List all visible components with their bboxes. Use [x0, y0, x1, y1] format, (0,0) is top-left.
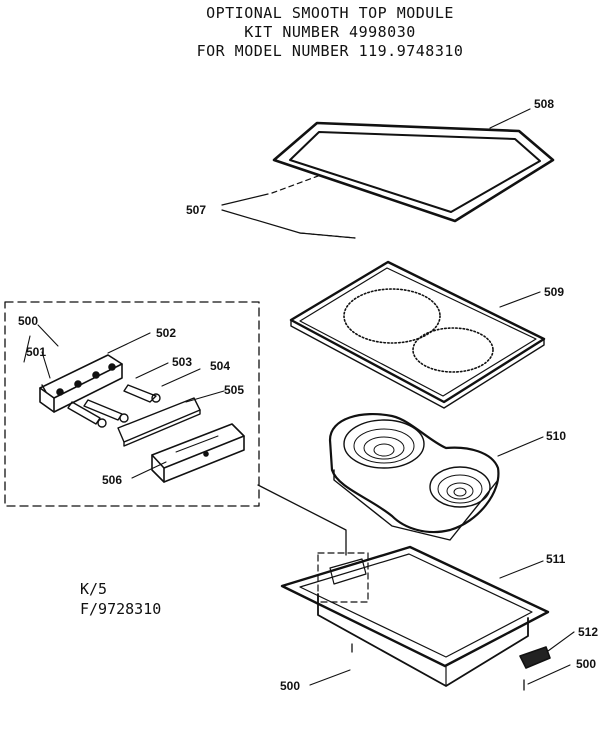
label-511: 511: [546, 552, 566, 566]
label-501: 501: [26, 345, 46, 359]
label-504: 504: [210, 359, 230, 373]
label-505: 505: [224, 383, 244, 397]
footer-line-2: F/9728310: [80, 600, 162, 618]
label-507: 507: [186, 203, 206, 217]
title-line-1: OPTIONAL SMOOTH TOP MODULE: [206, 4, 454, 22]
label-500-inset: 500: [18, 314, 38, 328]
label-500-left: 500: [280, 679, 300, 693]
label-506: 506: [102, 473, 122, 487]
label-500-right: 500: [576, 657, 596, 671]
title-line-2: KIT NUMBER 4998030: [244, 23, 416, 41]
foot-512: [519, 646, 551, 669]
label-leaders: [23, 108, 575, 686]
insulator-505: [117, 397, 201, 447]
diagram-title: OPTIONAL SMOOTH TOP MODULE KIT NUMBER 49…: [150, 4, 510, 61]
label-508: 508: [534, 97, 554, 111]
label-503: 503: [172, 355, 192, 369]
label-502: 502: [156, 326, 176, 340]
burner-pan-510: [328, 412, 500, 541]
label-512: 512: [578, 625, 598, 639]
terminal-block-502: [39, 354, 123, 413]
trim-frame-508: [272, 121, 555, 223]
inset-detail-box: [4, 301, 260, 507]
label-510: 510: [546, 429, 566, 443]
title-line-3: FOR MODEL NUMBER 119.9748310: [196, 42, 464, 60]
bracket-506: [151, 423, 245, 483]
screws-503-504: [41, 384, 161, 428]
gasket-leaders-507: [221, 175, 356, 239]
module-screws-500: [351, 643, 525, 691]
module-box-511: [280, 545, 550, 687]
glass-cooktop-509: [289, 260, 546, 409]
footer-line-1: K/5: [80, 580, 108, 598]
label-509: 509: [544, 285, 564, 299]
inset-leader-line: [257, 484, 347, 556]
